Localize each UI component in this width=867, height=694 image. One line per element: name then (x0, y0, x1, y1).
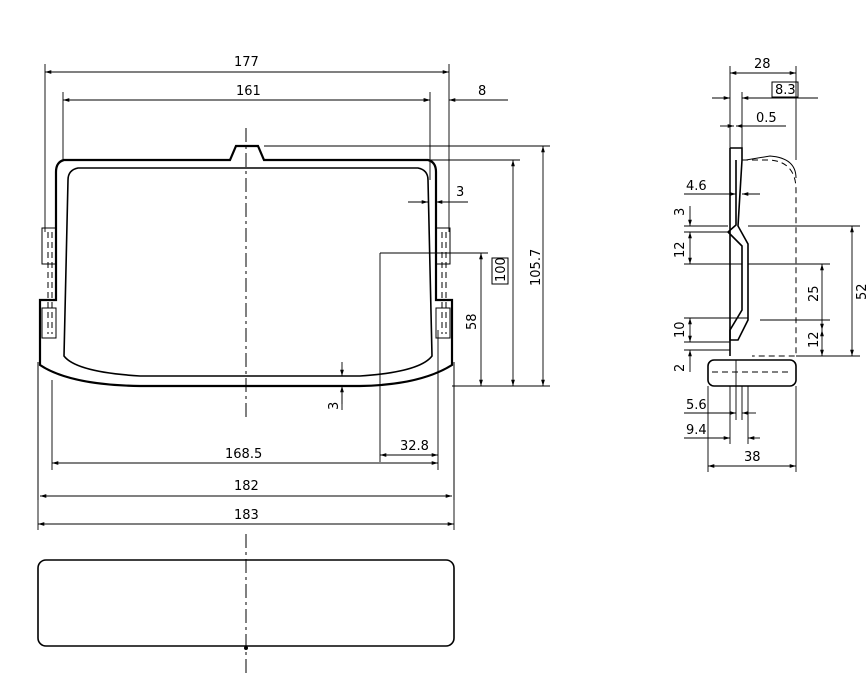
dim-8: 8 (410, 84, 508, 102)
dim-28: 28 (729, 57, 797, 160)
left-clip (41, 227, 57, 339)
dim-25: 25 (748, 263, 830, 330)
dim-0-5: 0.5 (720, 111, 786, 128)
dim-32-8-label: 32.8 (400, 439, 429, 454)
dim-105-7: 105.7 (264, 145, 550, 387)
dim-4-6-label: 4.6 (686, 179, 707, 194)
side-view: 28 8.3 0.5 4.6 (673, 57, 867, 472)
dim-28-label: 28 (754, 57, 771, 72)
dim-161-label: 161 (236, 84, 261, 99)
dim-58: 58 (380, 252, 488, 386)
dim-183-label: 183 (234, 508, 259, 523)
dim-0-5-label: 0.5 (756, 111, 777, 126)
dim-100: 100 (428, 159, 520, 386)
dim-38: 38 (707, 386, 797, 472)
dim-161: 161 (62, 84, 431, 180)
dim-177-label: 177 (234, 55, 259, 70)
dim-5-6: 5.6 (684, 360, 756, 420)
tray-body (37, 362, 455, 500)
dim-58-label: 58 (465, 313, 480, 330)
side-hanger-profile (726, 159, 749, 341)
dim-105-7-label: 105.7 (529, 249, 544, 286)
dim-12-right: 12 (760, 319, 830, 356)
dim-3-wall: 3 (408, 185, 468, 204)
dim-10-2: 10 2 (673, 317, 748, 372)
dim-183: 183 (37, 500, 455, 530)
dim-168-5: 168.5 (51, 330, 439, 470)
dim-8-3-label: 8.3 (775, 83, 796, 98)
dim-3-side: 3 12 (673, 206, 742, 265)
frame-inner-outline (63, 167, 433, 377)
dim-12-top-label: 12 (673, 241, 688, 258)
dim-168-5-label: 168.5 (225, 447, 262, 462)
bottom-view (37, 534, 455, 676)
front-view: 177 161 8 3 105.7 (37, 55, 550, 530)
dim-8-3: 8.3 (712, 81, 818, 148)
dim-4-6: 4.6 (684, 179, 760, 196)
dim-8-label: 8 (478, 84, 486, 99)
dim-32-8: 32.8 (379, 253, 438, 462)
dim-5-6-label: 5.6 (686, 398, 707, 413)
dim-100-label: 100 (494, 257, 509, 282)
dim-38-label: 38 (744, 450, 761, 465)
side-tray-dashed (742, 159, 797, 357)
dim-2-label: 2 (673, 364, 688, 372)
dim-3-wall-label: 3 (456, 185, 464, 200)
bottom-center-mark (244, 646, 248, 650)
side-tray-solid (745, 155, 797, 179)
side-top-lip (730, 147, 743, 160)
dim-52: 52 (748, 225, 867, 357)
dim-52-label: 52 (855, 283, 867, 300)
dim-10-label: 10 (673, 321, 688, 338)
side-foot (707, 359, 797, 387)
dim-177: 177 (44, 55, 450, 232)
frame-outer-outline (38, 144, 454, 388)
dim-9-4-label: 9.4 (686, 423, 707, 438)
dim-3-bottom-label: 3 (327, 402, 342, 410)
dim-3-bottom: 3 (327, 362, 344, 410)
dim-9-4: 9.4 (684, 386, 760, 444)
dim-25-label: 25 (807, 285, 822, 302)
dim-182-label: 182 (234, 479, 259, 494)
right-clip (435, 227, 451, 339)
dim-3-side-label: 3 (673, 208, 688, 216)
dim-12-right-label: 12 (807, 331, 822, 348)
dim-182: 182 (40, 479, 452, 498)
